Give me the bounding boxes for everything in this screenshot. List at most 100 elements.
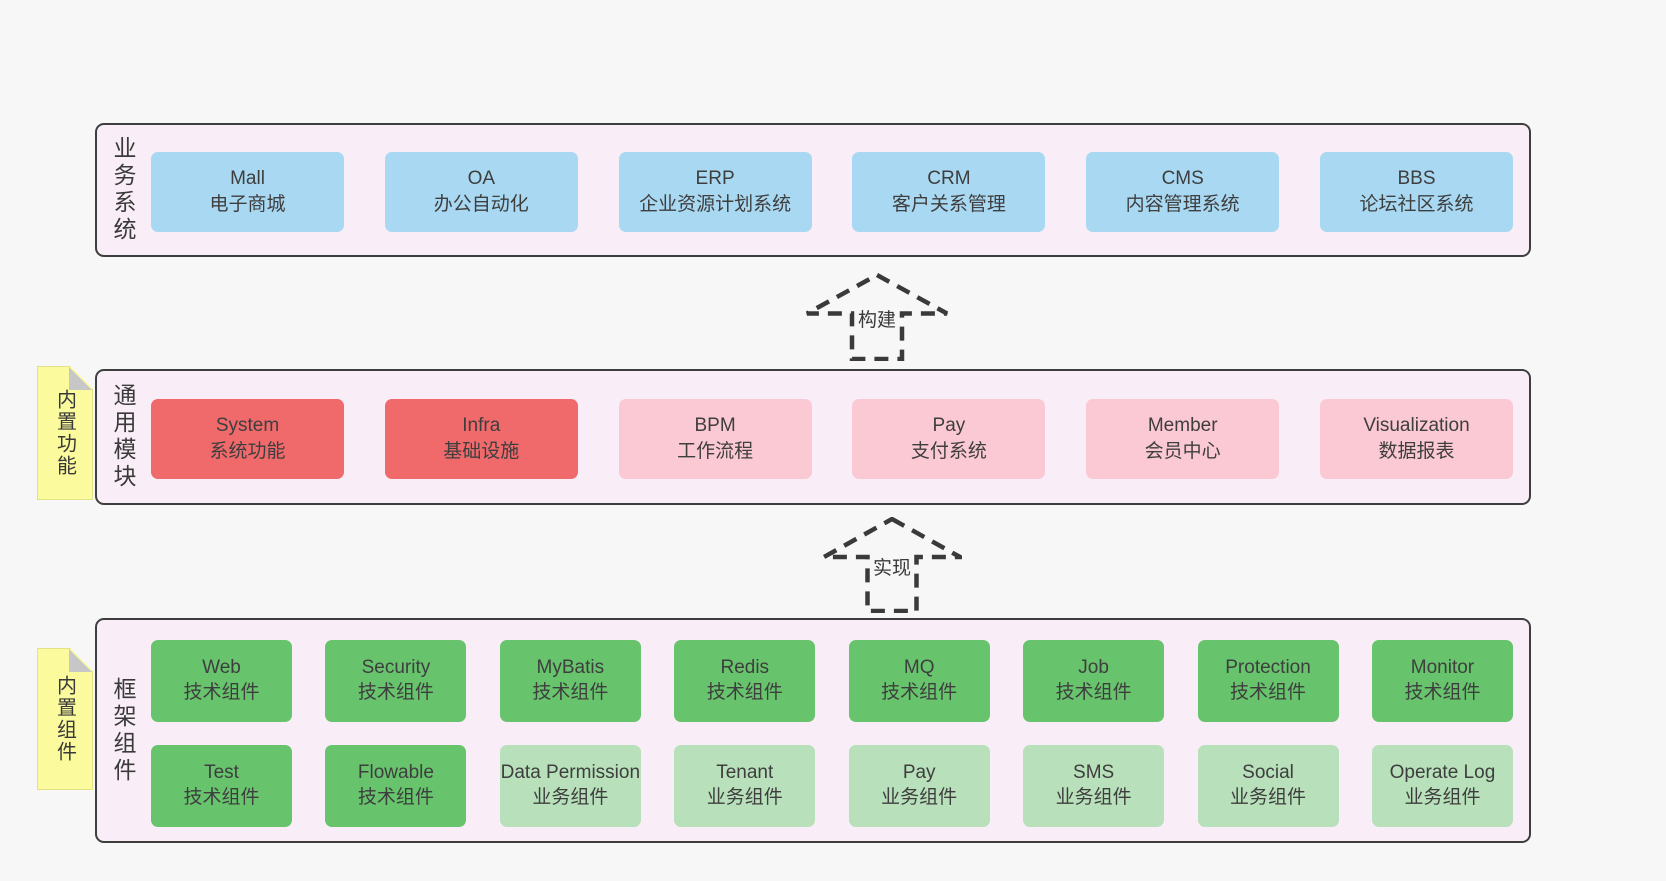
box-subtitle: 数据报表 bbox=[1378, 441, 1455, 462]
box-title: ERP bbox=[695, 168, 735, 189]
box-infra: Infra 基础设施 bbox=[384, 399, 578, 479]
box-erp: ERP 企业资源计划系统 bbox=[618, 152, 812, 232]
box-subtitle: 业务组件 bbox=[1055, 787, 1132, 808]
box-mall: Mall 电子商城 bbox=[151, 152, 344, 232]
arrow-implement-up: 实现 bbox=[822, 517, 962, 613]
box-pay: Pay 支付系统 bbox=[852, 399, 1046, 479]
box-protection: Protection 技术组件 bbox=[1197, 640, 1339, 722]
box-title: OA bbox=[467, 168, 496, 189]
sticky-note-builtin-components: 内置组件 bbox=[37, 648, 93, 790]
box-title: Test bbox=[204, 762, 239, 783]
box-title: MQ bbox=[903, 657, 935, 678]
arrow-build-up: 构建 bbox=[805, 273, 949, 361]
box-bbs: BBS 论坛社区系统 bbox=[1319, 152, 1513, 232]
box-system: System 系统功能 bbox=[151, 399, 344, 479]
box-title: MyBatis bbox=[536, 657, 605, 678]
box-title: Tenant bbox=[716, 762, 774, 783]
box-subtitle: 技术组件 bbox=[532, 682, 609, 703]
box-title: Security bbox=[361, 657, 431, 678]
box-subtitle: 会员中心 bbox=[1144, 441, 1221, 462]
dashed-up-arrow-icon bbox=[805, 273, 949, 361]
box-subtitle: 业务组件 bbox=[881, 787, 958, 808]
box-web: Web 技术组件 bbox=[151, 640, 292, 722]
box-operate-log: Operate Log 业务组件 bbox=[1371, 745, 1513, 827]
box-sms: SMS 业务组件 bbox=[1023, 745, 1165, 827]
box-subtitle: 业务组件 bbox=[706, 787, 783, 808]
box-subtitle: 技术组件 bbox=[357, 787, 434, 808]
box-mybatis: MyBatis 技术组件 bbox=[499, 640, 641, 722]
note-text: 内置组件 bbox=[53, 675, 76, 763]
layer-framework-components: 框架组件 Web 技术组件 Security 技术组件 MyBatis 技术组件… bbox=[95, 618, 1531, 843]
layer-business-systems: 业务系统 Mall 电子商城 OA 办公自动化 ERP 企业资源计划系统 CRM… bbox=[95, 123, 1531, 257]
box-title: Infra bbox=[462, 415, 501, 436]
box-subtitle: 技术组件 bbox=[1230, 682, 1307, 703]
box-title: Redis bbox=[720, 657, 770, 678]
box-subtitle: 系统功能 bbox=[209, 441, 286, 462]
box-title: Flowable bbox=[357, 762, 434, 783]
box-title: Pay bbox=[932, 415, 966, 436]
layer-common-modules: 通用模块 System 系统功能 Infra 基础设施 BPM 工作流程 Pay… bbox=[95, 369, 1531, 505]
box-title: Protection bbox=[1225, 657, 1311, 678]
box-crm: CRM 客户关系管理 bbox=[852, 152, 1046, 232]
box-title: Social bbox=[1242, 762, 1294, 783]
box-subtitle: 技术组件 bbox=[706, 682, 783, 703]
box-title: Visualization bbox=[1363, 415, 1470, 436]
box-tenant: Tenant 业务组件 bbox=[674, 745, 816, 827]
box-cms: CMS 内容管理系统 bbox=[1086, 152, 1280, 232]
layer-label-business: 业务系统 bbox=[110, 136, 136, 244]
box-title: Pay bbox=[902, 762, 936, 783]
box-flowable: Flowable 技术组件 bbox=[325, 745, 467, 827]
box-subtitle: 客户关系管理 bbox=[891, 194, 1006, 215]
sticky-note-builtin-features: 内置功能 bbox=[37, 366, 93, 500]
box-title: Web bbox=[202, 657, 241, 678]
layer-label-components: 框架组件 bbox=[110, 676, 136, 785]
layer-label-modules: 通用模块 bbox=[110, 383, 136, 491]
box-subtitle: 企业资源计划系统 bbox=[639, 194, 792, 215]
box-bpm: BPM 工作流程 bbox=[618, 399, 812, 479]
box-job: Job 技术组件 bbox=[1023, 640, 1165, 722]
box-test: Test 技术组件 bbox=[151, 745, 292, 827]
box-title: BPM bbox=[694, 415, 736, 436]
box-monitor: Monitor 技术组件 bbox=[1371, 640, 1513, 722]
box-title: CRM bbox=[927, 168, 971, 189]
box-subtitle: 技术组件 bbox=[183, 787, 260, 808]
box-title: Mall bbox=[230, 168, 265, 189]
note-fold-corner-icon bbox=[69, 367, 92, 390]
box-visualization: Visualization 数据报表 bbox=[1319, 399, 1513, 479]
box-title: Operate Log bbox=[1389, 762, 1496, 783]
note-fold-corner-icon bbox=[69, 649, 92, 672]
box-title: BBS bbox=[1397, 168, 1436, 189]
box-title: SMS bbox=[1073, 762, 1115, 783]
components-row-2: Test 技术组件 Flowable 技术组件 Data Permission … bbox=[151, 745, 1513, 827]
box-redis: Redis 技术组件 bbox=[674, 640, 816, 722]
box-subtitle: 论坛社区系统 bbox=[1359, 194, 1474, 215]
box-subtitle: 技术组件 bbox=[1404, 682, 1481, 703]
box-pay-business: Pay 业务组件 bbox=[848, 745, 990, 827]
business-boxes-row: Mall 电子商城 OA 办公自动化 ERP 企业资源计划系统 CRM 客户关系… bbox=[151, 152, 1513, 232]
box-subtitle: 技术组件 bbox=[881, 682, 958, 703]
arrow-implement-label: 实现 bbox=[869, 548, 915, 585]
box-subtitle: 基础设施 bbox=[443, 441, 520, 462]
box-subtitle: 技术组件 bbox=[1055, 682, 1132, 703]
box-subtitle: 内容管理系统 bbox=[1125, 194, 1240, 215]
modules-boxes-row: System 系统功能 Infra 基础设施 BPM 工作流程 Pay 支付系统… bbox=[151, 399, 1513, 479]
box-title: System bbox=[215, 415, 280, 436]
components-row-1: Web 技术组件 Security 技术组件 MyBatis 技术组件 Redi… bbox=[151, 640, 1513, 722]
box-title: CMS bbox=[1161, 168, 1204, 189]
box-security: Security 技术组件 bbox=[325, 640, 467, 722]
box-mq: MQ 技术组件 bbox=[848, 640, 990, 722]
box-subtitle: 支付系统 bbox=[910, 441, 987, 462]
box-subtitle: 业务组件 bbox=[1404, 787, 1481, 808]
box-subtitle: 办公自动化 bbox=[433, 194, 529, 215]
arrow-build-label: 构建 bbox=[854, 300, 900, 337]
box-subtitle: 技术组件 bbox=[357, 682, 434, 703]
box-subtitle: 工作流程 bbox=[677, 441, 754, 462]
box-title: Member bbox=[1147, 415, 1218, 436]
box-data-permission: Data Permission 业务组件 bbox=[499, 745, 641, 827]
box-subtitle: 业务组件 bbox=[532, 787, 609, 808]
box-subtitle: 技术组件 bbox=[183, 682, 260, 703]
note-text: 内置功能 bbox=[53, 389, 76, 477]
box-title: Job bbox=[1078, 657, 1109, 678]
box-title: Monitor bbox=[1410, 657, 1475, 678]
box-member: Member 会员中心 bbox=[1086, 399, 1280, 479]
